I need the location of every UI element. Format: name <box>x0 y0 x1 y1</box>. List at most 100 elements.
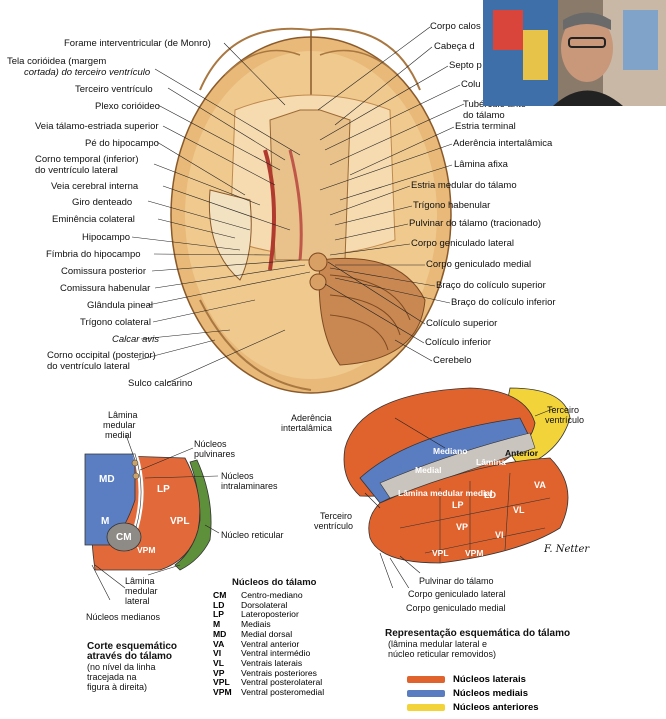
nuclei-row: LD Dorsolateral <box>213 599 324 611</box>
nuclei-name: Ventral intermédio <box>241 648 311 659</box>
schematic-inner-lp: LP <box>452 500 464 510</box>
schematic-inner-vpm: VPM <box>465 548 484 558</box>
label-braco-coliculo-inferior: Braço do colículo inferior <box>451 297 556 308</box>
webcam-overlay <box>483 0 666 106</box>
section-label-medianos: Núcleos medianos <box>86 612 161 622</box>
label-fimbria-hipocampo: Fímbria do hipocampo <box>46 249 141 260</box>
label-cerebelo: Cerebelo <box>433 355 472 366</box>
label-veia-cerebral-interna: Veia cerebral interna <box>51 181 139 192</box>
label-corpo-geniculado-lateral: Corpo geniculado lateral <box>411 238 514 249</box>
schematic-inner-vl: VL <box>513 505 525 515</box>
schematic-inner-vpl: VPL <box>432 548 449 558</box>
schematic-inner-vp: VP <box>456 522 469 532</box>
schematic-label-pulvinar: Pulvinar do tálamo <box>419 576 494 586</box>
label-pe-do-hipocampo: Pé do hipocampo <box>85 138 159 149</box>
nuclei-name: Lateroposterior <box>241 609 299 620</box>
region-md: MD <box>99 474 115 485</box>
legend-swatch-mediais <box>407 690 445 697</box>
section-label-lamina-lateral-1: Lâmina <box>125 576 155 586</box>
netter-signature: F. Netter <box>544 544 590 555</box>
schematic-label-ventriculo-top-2: ventrículo <box>545 415 585 425</box>
nuclei-name: Dorsolateral <box>241 599 288 610</box>
nuclei-abbr: VA <box>213 638 225 649</box>
label-hipocampo: Hipocampo <box>82 232 131 243</box>
section-label-intralaminar-2: intralaminares <box>221 481 278 491</box>
schematic-inner-vi: VI <box>495 530 504 540</box>
region-vpm: VPM <box>137 545 156 555</box>
region-vpl: VPL <box>170 516 190 527</box>
nuclei-abbr: LP <box>213 609 224 620</box>
schematic-caption-note-1: (lâmina medular lateral e <box>388 639 488 649</box>
legend-label-laterais: Núcleos laterais <box>453 674 526 685</box>
nuclei-row: VPM Ventral posteromedial <box>213 687 325 698</box>
region-m: M <box>101 516 110 527</box>
label-braco-coliculo-superior: Braço do colículo superior <box>436 280 546 291</box>
nuclei-abbr: VPL <box>213 677 230 688</box>
label-estria-terminal: Estria terminal <box>455 121 516 132</box>
schematic-label-aderencia-1: Aderência <box>291 413 332 423</box>
label-corno-occipital-2: do ventrículo lateral <box>47 361 130 372</box>
nuclei-abbr: MD <box>213 628 227 639</box>
label-terceiro-ventriculo: Terceiro ventrículo <box>75 84 153 95</box>
nuclei-table-title: Núcleos do tálamo <box>232 577 317 588</box>
schematic-inner-mediano: Mediano <box>433 446 468 456</box>
label-trigono-colateral: Trígono colateral <box>80 317 151 328</box>
nuclei-abbr: VI <box>213 648 222 659</box>
legend-item-anteriores: Núcleos anteriores <box>407 702 587 714</box>
section-label-pulvinar-2: pulvinares <box>194 449 236 459</box>
section-label-lamina-lateral-2: medular <box>125 586 158 596</box>
schematic-label-aderencia-2: intertalâmica <box>281 423 333 433</box>
label-sulco-calcarino: Sulco calcarino <box>128 378 193 389</box>
legend-label-mediais: Núcleos mediais <box>453 688 528 699</box>
nuclei-abbr: VL <box>213 657 224 668</box>
label-corno-temporal-1: Corno temporal (inferior) <box>35 154 139 165</box>
legend-item-mediais: Núcleos mediais <box>407 688 587 700</box>
label-comissura-habenular: Comissura habenular <box>60 283 151 294</box>
region-lp: LP <box>157 484 170 495</box>
nuclei-name: Ventral anterior <box>241 638 300 649</box>
nuclei-name: Centro-mediano <box>241 590 303 600</box>
schematic-inner-va: VA <box>534 480 546 490</box>
label-septo-pelucido: Septo p <box>449 60 482 71</box>
webcam-video-icon <box>483 0 666 106</box>
nuclei-row: VI Ventral intermédio <box>213 649 324 659</box>
nuclei-name: Mediais <box>241 619 271 630</box>
section-label-lamina-lateral-3: lateral <box>125 596 150 606</box>
legend-swatch-anteriores <box>407 704 445 711</box>
legend-label-anteriores: Núcleos anteriores <box>453 702 539 713</box>
label-eminencia-colateral: Eminência colateral <box>52 214 135 225</box>
schematic-label-geniculado-medial: Corpo geniculado medial <box>406 603 506 613</box>
schematic-label-ventriculo-left-1: Terceiro <box>320 511 353 521</box>
schematic-caption-note-2: núcleo reticular removidos) <box>388 649 497 659</box>
thalamus-schematic <box>343 387 571 588</box>
label-tuberculo-anterior-2: do tálamo <box>463 110 505 121</box>
label-cabeca-nucleo-caudado: Cabeça d <box>434 41 475 52</box>
section-label-intralaminar-1: Núcleos <box>221 471 254 481</box>
section-label-lamina-medial-1: Lâmina <box>108 410 138 420</box>
label-trigono-habenular: Trígono habenular <box>413 200 491 211</box>
label-glandula-pineal: Glândula pineal <box>87 300 154 311</box>
label-lamina-afixa: Lâmina afixa <box>454 159 508 170</box>
nuclei-abbr: LD <box>213 599 225 610</box>
section-caption-title-2: através do tálamo <box>87 651 173 662</box>
schematic-inner-lamina-medular-medial: Lâmina medular medial <box>398 488 493 498</box>
label-giro-denteado: Giro denteado <box>72 197 133 208</box>
nuclei-abbr: VPM <box>213 687 232 698</box>
schematic-label-geniculado-lateral: Corpo geniculado lateral <box>408 589 506 599</box>
legend-swatch-laterais <box>407 676 445 683</box>
label-coluna-fornice: Colu <box>461 79 481 90</box>
legend-item-laterais: Núcleos laterais <box>407 674 587 686</box>
label-corpo-geniculado-medial: Corpo geniculado medial <box>426 259 532 270</box>
nuclei-name: Ventral posteromedial <box>241 687 325 698</box>
section-caption-note-1: (no nível da linha <box>87 662 156 672</box>
label-forame-interventricular: Forame interventricular (de Monro) <box>64 38 211 49</box>
label-veia-talamo-estriada: Veia tálamo-estriada superior <box>35 121 159 132</box>
label-comissura-posterior: Comissura posterior <box>61 266 146 277</box>
section-label-lamina-medial-3: medial <box>105 430 132 440</box>
